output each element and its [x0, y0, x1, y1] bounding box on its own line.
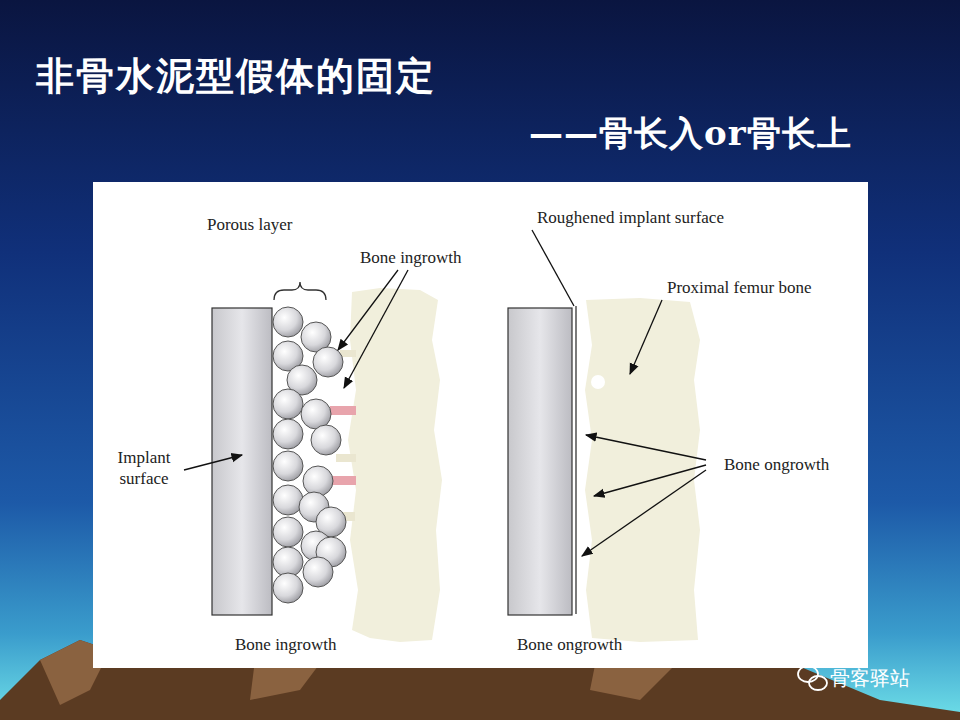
brace	[274, 282, 326, 300]
figure-panel	[93, 182, 868, 668]
porous-bead	[273, 307, 303, 337]
slide-subtitle: ——骨长入or骨长上	[529, 112, 852, 155]
porous-bead	[273, 573, 303, 603]
wechat-icon	[798, 666, 827, 690]
part-label: Roughened implant surface	[537, 207, 724, 228]
part-label: Proximal femur bone	[667, 277, 811, 298]
figure-caption: Bone ongrowth	[517, 634, 622, 655]
bone	[348, 288, 442, 642]
porous-bead	[273, 451, 303, 481]
part-label: Bone ongrowth	[724, 454, 829, 475]
leader-arrow	[338, 270, 398, 350]
part-label: Porous layer	[207, 214, 292, 235]
implant	[508, 308, 572, 615]
leader-line	[532, 230, 574, 306]
leader-arrow	[344, 270, 408, 388]
porous-bead	[273, 419, 303, 449]
porous-bead	[273, 389, 303, 419]
porous-bead	[303, 466, 333, 496]
roughened-surface	[575, 306, 576, 614]
leader-arrow	[582, 470, 706, 556]
porous-bead	[303, 557, 333, 587]
porous-bead	[301, 399, 331, 429]
slide-title: 非骨水泥型假体的固定	[36, 52, 436, 100]
figure-caption: Bone ingrowth	[235, 634, 337, 655]
porous-bead	[313, 347, 343, 377]
leader-arrow	[630, 300, 662, 374]
bone-gap	[591, 375, 605, 389]
porous-beads	[273, 307, 346, 603]
watermark: 骨客驿站	[830, 666, 910, 691]
leader-arrow	[184, 455, 242, 470]
bone	[585, 298, 700, 642]
part-label: Bone ingrowth	[360, 247, 462, 268]
implant	[212, 308, 272, 615]
leader-arrow	[586, 435, 706, 460]
part-label: Implant surface	[105, 447, 183, 490]
leader-arrow	[594, 465, 706, 496]
porous-bead	[311, 425, 341, 455]
porous-bead	[273, 485, 303, 515]
porous-bead	[273, 517, 303, 547]
